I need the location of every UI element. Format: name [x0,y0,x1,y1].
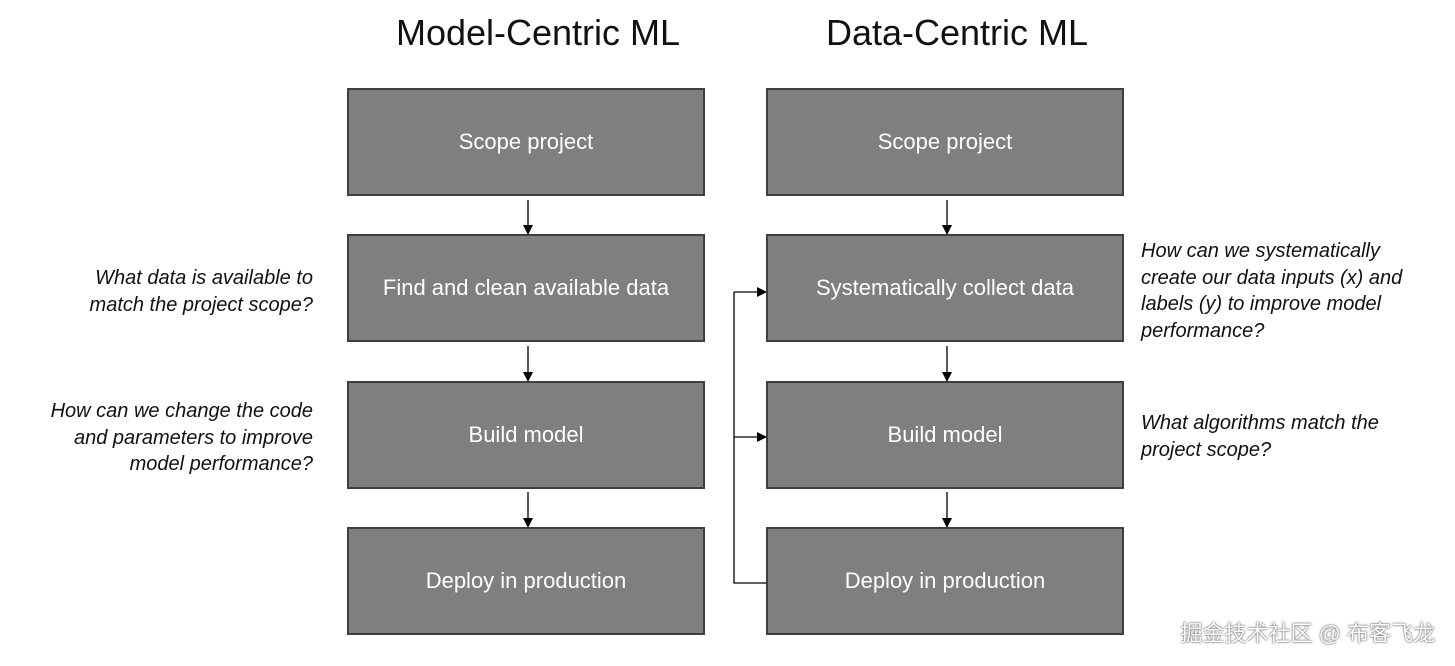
right-note-systematic-data: How can we systematically create our dat… [1141,240,1403,342]
left-step-build-model: Build model [347,381,705,489]
right-step-scope-project: Scope project [766,88,1124,196]
watermark: 掘金技术社区 @ 布客飞龙 [1180,621,1435,646]
right-note-algorithms: What algorithms match the project scope? [1141,412,1379,461]
left-step-scope-project: Scope project [347,88,705,196]
left-note-data-availability: What data is available to match the proj… [89,267,313,316]
model-centric-title: Model-Centric ML [395,12,681,53]
right-step-deploy: Deploy in production [766,527,1124,635]
feedback-loop-line [733,292,767,584]
right-step-build-model: Build model [766,381,1124,489]
data-centric-title: Data-Centric ML [825,12,1089,53]
left-step-find-clean-data: Find and clean available data [347,234,705,342]
left-step-deploy: Deploy in production [347,527,705,635]
left-note-change-code: How can we change the code and parameter… [50,400,313,475]
right-step-collect-data: Systematically collect data [766,234,1124,342]
